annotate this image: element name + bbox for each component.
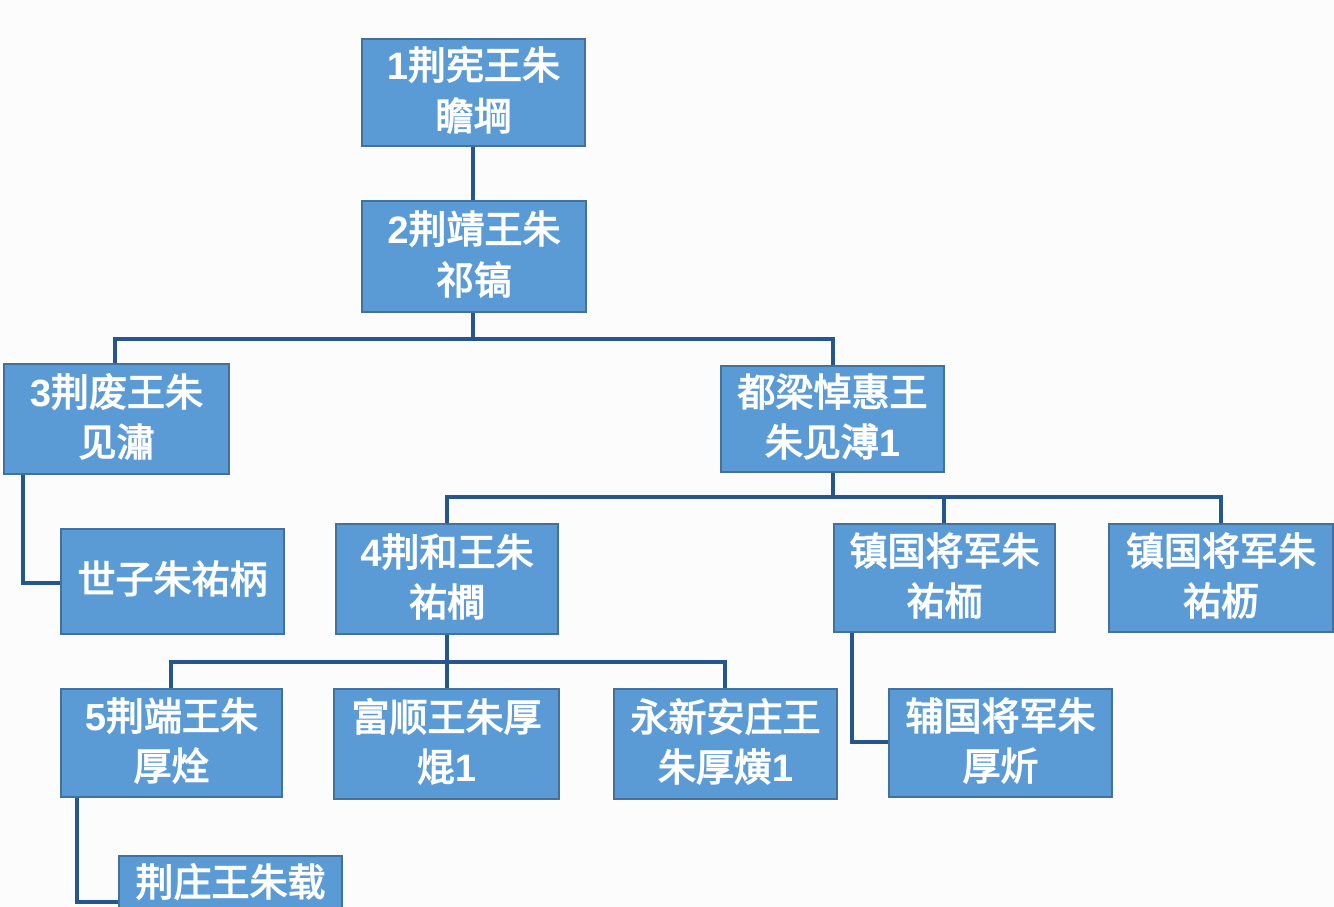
node-jing-zhuang-wang-zhu-zai: 荆庄王朱载 bbox=[118, 855, 343, 907]
connector-drop-n9-vertical bbox=[169, 660, 173, 688]
node-shizi-zhu-youbing: 世子朱祐柄 bbox=[60, 528, 285, 635]
connector-drop-n7-vertical bbox=[942, 495, 946, 523]
connector-n3-n5-elbow-vertical bbox=[21, 475, 25, 585]
node-fuguo-jiangjun-zhu-houxin: 辅国将军朱 厚炘 bbox=[888, 688, 1113, 798]
connector-n9-n13-elbow-horizontal bbox=[75, 900, 118, 904]
connector-n9-n13-elbow-vertical bbox=[75, 798, 79, 904]
connector-drop-n8-vertical bbox=[1219, 495, 1223, 523]
node-yongxin-anzhuang-wang-zhu-houhuang: 永新安庄王 朱厚熿1 bbox=[613, 688, 838, 800]
node-jing-xian-wang-zhu-zhangang: 1荆宪王朱 瞻堈 bbox=[361, 38, 586, 147]
node-jing-he-wang-zhu-youjian: 4荆和王朱 祐橺 bbox=[335, 523, 559, 635]
connector-n7-n12-elbow-horizontal bbox=[850, 740, 888, 744]
connector-n1-n2-vertical bbox=[471, 147, 475, 200]
node-zhenguo-jiangjun-zhu-youer: 镇国将军朱 祐栭 bbox=[833, 523, 1056, 633]
connector-row3-horizontal bbox=[113, 337, 835, 341]
connector-drop-n11-vertical bbox=[723, 660, 727, 688]
connector-n4-stem-vertical bbox=[831, 473, 835, 499]
node-fushun-wang-zhu-houkun: 富顺王朱厚 焜1 bbox=[333, 688, 560, 800]
node-duliang-daohui-wang-zhu-jianpu: 都梁悼惠王 朱见溥1 bbox=[720, 365, 945, 473]
connector-row4-horizontal bbox=[445, 495, 1223, 499]
node-jing-fei-wang-zhu-jiansu: 3荆废王朱 见潚 bbox=[3, 363, 230, 475]
node-jing-jing-wang-zhu-qigao: 2荆靖王朱 祁镐 bbox=[361, 200, 587, 313]
connector-drop-n6-vertical bbox=[445, 495, 449, 523]
node-jing-duan-wang-zhu-houquan: 5荆端王朱 厚烇 bbox=[60, 688, 283, 798]
connector-row5-horizontal bbox=[170, 660, 727, 664]
node-zhenguo-jiangjun-zhu-youli: 镇国将军朱 祐枥 bbox=[1108, 523, 1334, 633]
connector-n7-n12-elbow-vertical bbox=[850, 633, 854, 744]
connector-n3-n5-elbow-horizontal bbox=[21, 581, 62, 585]
connector-n2-stem-vertical bbox=[471, 313, 475, 341]
connector-drop-n4-vertical bbox=[831, 337, 835, 365]
connector-drop-n3-vertical bbox=[113, 337, 117, 363]
